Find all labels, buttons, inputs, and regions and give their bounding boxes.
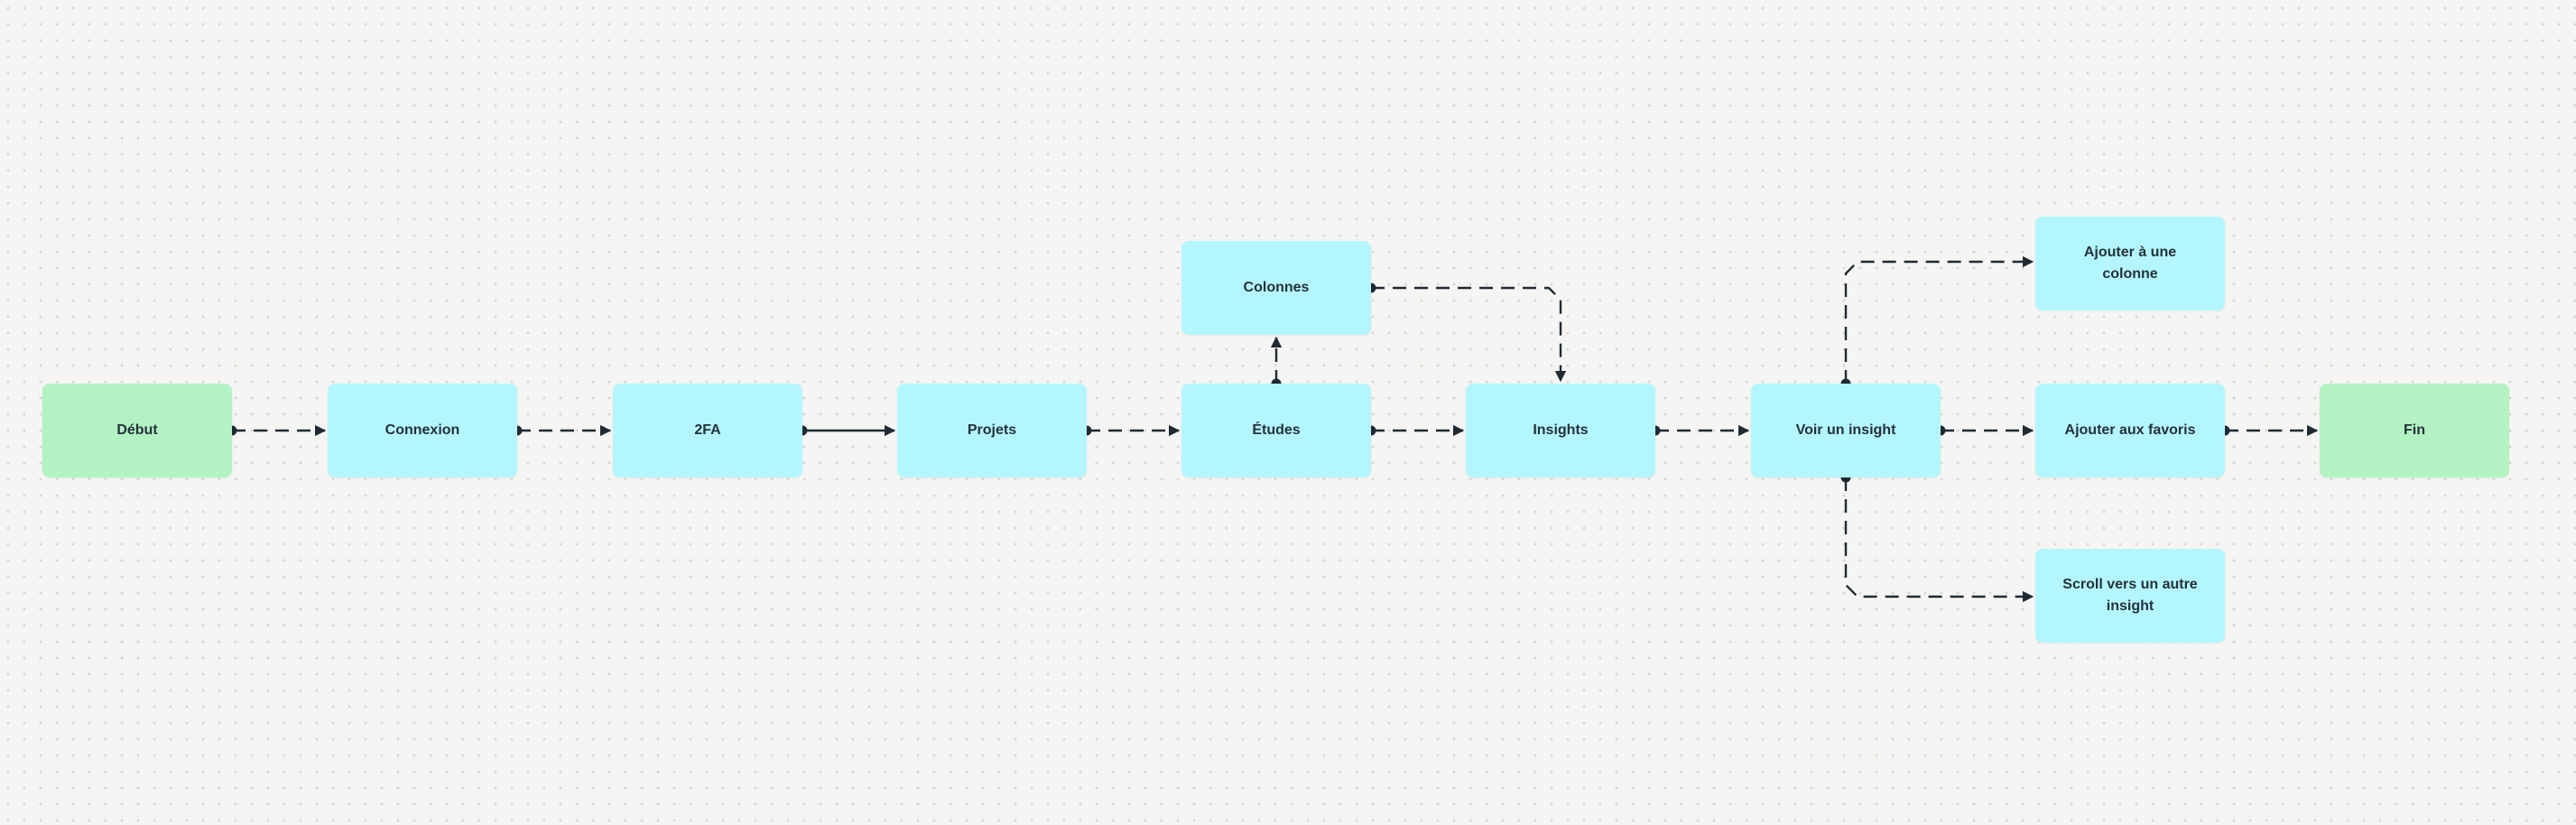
node-start[interactable]: Début <box>42 384 232 477</box>
node-login[interactable]: Connexion <box>328 384 517 477</box>
node-2fa[interactable]: 2FA <box>613 384 802 477</box>
node-login-label: Connexion <box>385 422 460 438</box>
edge-view_insight-to-scroll_to_other[interactable] <box>1844 477 2034 603</box>
node-insights[interactable]: Insights <box>1466 384 1655 477</box>
edge-view_insight-to-add_to_column[interactable] <box>1844 255 2034 384</box>
node-start-label: Début <box>116 422 158 438</box>
node-scroll-to-other-insight-label: Scroll vers un autre insight <box>2062 577 2198 614</box>
node-2fa-label: 2FA <box>694 422 721 438</box>
node-insights-label: Insights <box>1533 422 1589 438</box>
node-add-to-favorites[interactable]: Ajouter aux favoris <box>2035 384 2225 477</box>
edge-columns-to-insights[interactable] <box>1371 286 1567 383</box>
node-columns[interactable]: Colonnes <box>1181 241 1371 335</box>
node-projects-label: Projets <box>967 422 1017 438</box>
node-end-label: Fin <box>2404 422 2425 438</box>
node-columns-label: Colonnes <box>1243 280 1310 295</box>
node-studies-label: Études <box>1252 422 1301 438</box>
node-view-insight[interactable]: Voir un insight <box>1751 384 1941 477</box>
node-view-insight-label: Voir un insight <box>1795 422 1896 438</box>
node-add-to-favorites-label: Ajouter aux favoris <box>2064 422 2196 438</box>
node-scroll-to-other-insight[interactable]: Scroll vers un autre insight <box>2035 549 2225 643</box>
node-end[interactable]: Fin <box>2320 384 2509 477</box>
node-studies[interactable]: Études <box>1181 384 1371 477</box>
node-projects[interactable]: Projets <box>897 384 1087 477</box>
node-add-to-column[interactable]: Ajouter à une colonne <box>2035 217 2225 311</box>
node-add-to-column-label: Ajouter à une colonne <box>2083 245 2177 282</box>
